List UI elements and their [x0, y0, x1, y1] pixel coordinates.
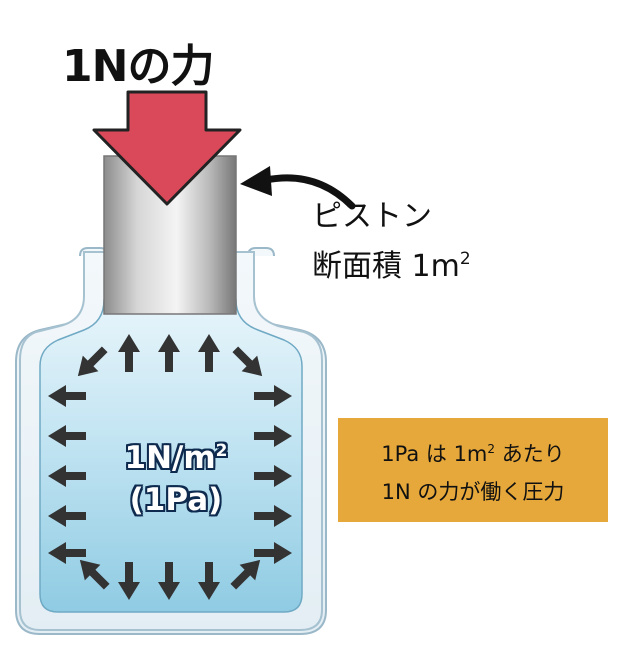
pressure-arrow-right: [254, 465, 292, 487]
note-line-1-text: 1Pa は 1m: [381, 442, 488, 466]
note-line-1-suffix: あたり: [495, 442, 565, 466]
pressure-arrow-up: [198, 334, 220, 372]
pressure-arrow-left: [48, 465, 86, 487]
pressure-arrow-right: [254, 505, 292, 527]
pressure-arrow-diag-down-right: [230, 559, 261, 590]
pressure-arrow-diag-up-right: [232, 346, 263, 377]
piston-name: ピストン: [312, 199, 432, 234]
pressure-arrow-down: [118, 562, 140, 600]
piston-pointer-head: [240, 166, 272, 196]
pressure-value: 1N/m2: [96, 430, 256, 479]
pressure-arrow-diag-down-left: [79, 559, 110, 590]
piston-area-exponent: 2: [459, 249, 471, 269]
note-line-1-exponent: 2: [487, 442, 496, 456]
piston-area-text: 断面積 1m: [312, 249, 460, 284]
pressure-arrow-right: [254, 542, 292, 564]
pressure-arrow-right: [254, 425, 292, 447]
piston-area: 断面積 1m2: [312, 238, 471, 288]
pressure-arrow-diag-up-left: [77, 346, 108, 377]
pressure-arrow-down: [198, 562, 220, 600]
note-line-1: 1Pa は 1m2 あたり: [338, 438, 608, 468]
force-title: 1Nの力: [62, 41, 214, 92]
definition-note: 1Pa は 1m2 あたり 1N の力が働く圧力: [338, 418, 608, 522]
note-line-2: 1N の力が働く圧力: [381, 480, 565, 504]
fluid: [39, 299, 303, 613]
pressure-arrow-up: [158, 334, 180, 372]
piston-label: ピストン 断面積 1m2: [312, 196, 471, 288]
pressure-arrow-left: [48, 542, 86, 564]
pressure-label: 1N/m2 (1Pa): [96, 430, 256, 521]
force-arrow: [92, 90, 242, 206]
pressure-arrow-left: [48, 425, 86, 447]
pressure-arrows: [48, 334, 292, 600]
pressure-arrow-down: [158, 562, 180, 600]
piston-pointer-arrow: [262, 174, 356, 210]
pressure-arrow-left: [48, 505, 86, 527]
pressure-unit-note: (1Pa): [129, 482, 223, 518]
pressure-arrow-up: [118, 334, 140, 372]
pressure-value-exponent: 2: [215, 441, 228, 461]
pressure-value-text: 1N/m: [124, 440, 216, 476]
pressure-arrow-right: [254, 385, 292, 407]
pressure-arrow-left: [48, 385, 86, 407]
